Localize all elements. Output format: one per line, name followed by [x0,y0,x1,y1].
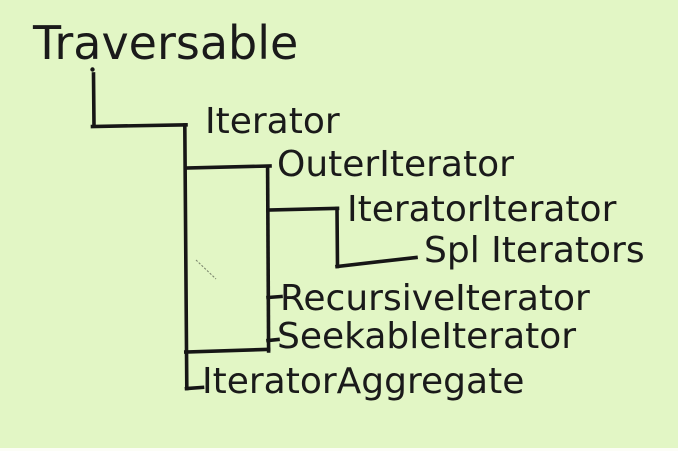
connector-right-vertical [265,164,271,353]
bottom-edge-strip [0,448,678,451]
connector-left-vertical [182,123,189,391]
connector-traversable-stem [91,72,96,128]
connector-tick-recursiveiterator [266,294,283,300]
stray-sketch-mark [195,259,217,280]
connector-iterator-outeriterator [183,164,272,170]
connector-tick-seekableiterator [266,337,280,343]
node-recursive-iterator: RecursiveIterator [280,278,590,319]
connector-tick-iteratoraggregate [184,385,205,391]
node-traversable: Traversable [33,16,299,70]
connector-iteratoriterator-spliterators [335,255,418,269]
connector-outeriterator-iteratoriterator [266,206,340,212]
node-outer-iterator: OuterIterator [277,144,514,185]
node-spl-iterators: Spl Iterators [424,230,645,271]
node-iterator-iterator: IteratorIterator [347,189,617,230]
node-iterator-aggregate: IteratorAggregate [202,361,525,402]
connector-box-bottom [183,347,271,354]
node-seekable-iterator: SeekableIterator [277,316,577,357]
connector-dot [90,67,95,72]
connector-traversable-iterator [90,122,188,129]
connector-spl-drop [335,206,340,269]
node-iterator: Iterator [205,101,340,142]
